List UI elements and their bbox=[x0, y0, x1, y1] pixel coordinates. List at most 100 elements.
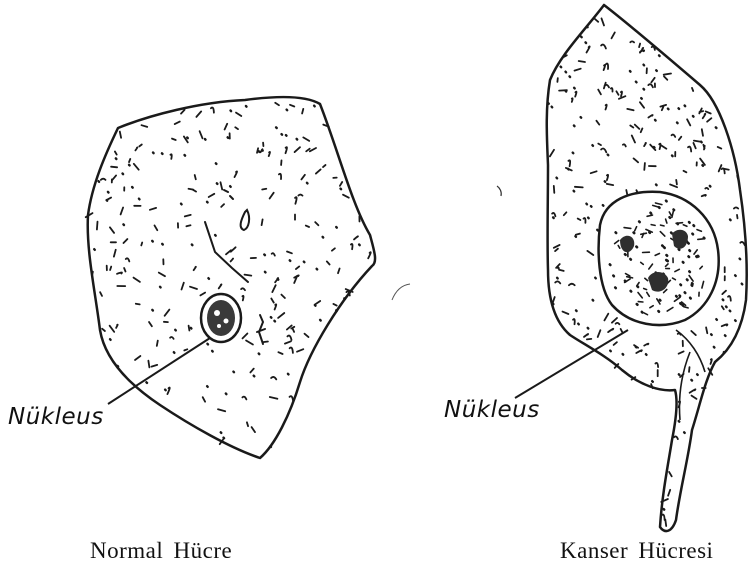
granule bbox=[685, 106, 686, 107]
granule bbox=[652, 381, 653, 382]
granule bbox=[740, 259, 741, 260]
granule bbox=[132, 187, 133, 188]
chromatin-fleck bbox=[662, 246, 663, 247]
granule bbox=[302, 109, 303, 114]
granule bbox=[100, 292, 102, 296]
granule bbox=[259, 354, 260, 355]
granule bbox=[320, 320, 321, 321]
granule bbox=[123, 174, 124, 175]
granule bbox=[368, 252, 371, 258]
granule bbox=[146, 382, 147, 383]
granule bbox=[716, 319, 717, 320]
stray-mark bbox=[497, 186, 501, 196]
granule bbox=[136, 304, 140, 305]
granule bbox=[693, 143, 695, 148]
granule bbox=[108, 192, 109, 193]
normal-nucleus bbox=[201, 294, 241, 342]
granule bbox=[679, 401, 680, 407]
granule bbox=[707, 118, 711, 122]
granule bbox=[701, 142, 702, 143]
granule bbox=[608, 329, 613, 332]
granule bbox=[354, 236, 358, 239]
granule bbox=[250, 369, 253, 373]
granule bbox=[111, 167, 117, 168]
granule bbox=[271, 317, 272, 318]
granule bbox=[276, 127, 277, 128]
granule bbox=[714, 347, 715, 348]
granule bbox=[601, 45, 606, 49]
chromatin-fleck bbox=[689, 222, 690, 223]
granule bbox=[152, 241, 153, 242]
granule bbox=[679, 351, 684, 353]
granule bbox=[275, 304, 277, 309]
granule bbox=[243, 334, 248, 339]
granule bbox=[640, 102, 644, 108]
granule bbox=[142, 125, 148, 127]
chromatin-fleck bbox=[631, 291, 632, 292]
chromatin-fleck bbox=[667, 255, 668, 256]
chromatin-fleck bbox=[634, 233, 635, 234]
granule bbox=[627, 109, 633, 110]
granule bbox=[660, 145, 666, 149]
granule bbox=[598, 144, 601, 146]
granule bbox=[566, 72, 567, 73]
granule bbox=[272, 285, 275, 292]
granule bbox=[700, 159, 705, 165]
granule bbox=[655, 120, 656, 121]
granule bbox=[592, 145, 593, 146]
granule bbox=[118, 366, 119, 367]
chromatin-fleck bbox=[664, 247, 665, 248]
granule bbox=[286, 135, 287, 136]
granule bbox=[601, 149, 606, 153]
chromatin-fleck bbox=[692, 234, 693, 235]
granule bbox=[655, 363, 658, 367]
granule bbox=[552, 107, 553, 108]
granule bbox=[692, 396, 697, 399]
granule bbox=[170, 154, 171, 159]
granule bbox=[730, 311, 731, 312]
granule bbox=[270, 446, 271, 447]
granule bbox=[564, 212, 567, 215]
granule bbox=[340, 182, 342, 186]
granule bbox=[587, 46, 590, 52]
granule bbox=[702, 165, 703, 166]
chromatin-fleck bbox=[636, 247, 637, 248]
granule bbox=[189, 326, 190, 331]
chromatin-fleck bbox=[687, 280, 688, 281]
granule bbox=[610, 351, 611, 352]
granule bbox=[573, 153, 574, 154]
granule bbox=[602, 18, 605, 25]
granule bbox=[641, 128, 643, 132]
granule bbox=[575, 236, 576, 237]
granule bbox=[228, 137, 229, 138]
chromatin-fleck bbox=[638, 286, 639, 287]
granule bbox=[191, 328, 192, 329]
granule bbox=[296, 266, 299, 269]
granule bbox=[722, 168, 725, 173]
cancer-nucleus-pointer bbox=[515, 330, 628, 398]
granule bbox=[221, 182, 223, 189]
granule bbox=[200, 293, 205, 296]
granule bbox=[126, 258, 130, 261]
granule bbox=[245, 275, 252, 276]
granule bbox=[737, 215, 738, 218]
granule bbox=[307, 183, 308, 184]
granule bbox=[703, 114, 706, 119]
chromatin-fleck bbox=[666, 201, 667, 202]
granule bbox=[587, 339, 591, 340]
granule bbox=[262, 150, 263, 151]
granule bbox=[579, 61, 585, 62]
granule bbox=[338, 269, 340, 274]
granule bbox=[665, 520, 666, 527]
granule bbox=[194, 267, 196, 270]
cancer-nucleus-label: Nükleus bbox=[444, 397, 540, 423]
granule bbox=[165, 390, 166, 391]
chromatin-fleck bbox=[625, 254, 626, 255]
granule bbox=[134, 278, 140, 282]
granule bbox=[630, 71, 631, 72]
granule bbox=[604, 83, 606, 89]
granule bbox=[572, 98, 573, 102]
granule bbox=[694, 141, 701, 142]
granule bbox=[636, 82, 637, 83]
granule bbox=[607, 184, 613, 185]
